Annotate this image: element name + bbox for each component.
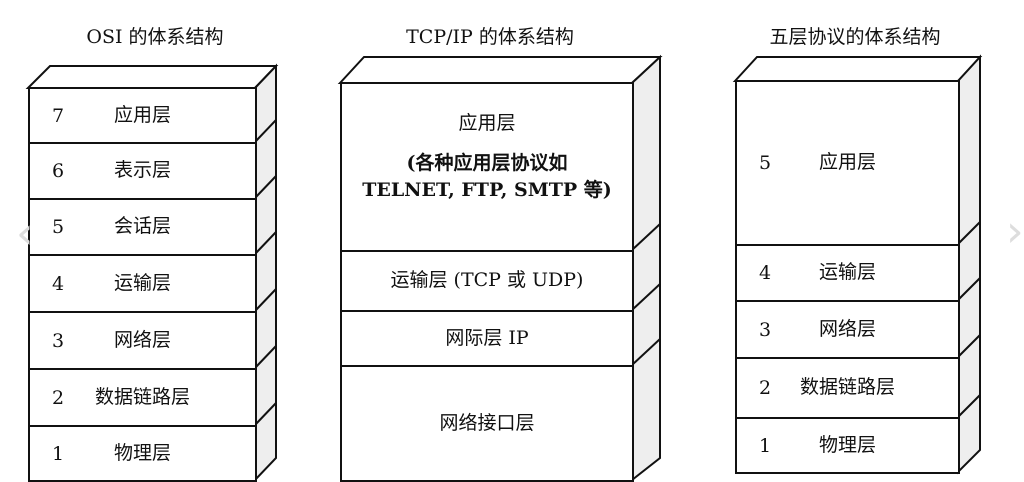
osi-layer-3: 3 网络层	[28, 311, 257, 370]
layer-number: 4	[759, 262, 772, 284]
five-layer-3: 3 网络层	[735, 300, 960, 359]
osi-layer-4: 4 运输层	[28, 254, 257, 313]
layer-detail: (各种应用层协议如	[406, 151, 568, 174]
layer-number: 3	[759, 318, 772, 341]
layer-number: 2	[52, 386, 65, 409]
layer-number: 4	[52, 272, 65, 295]
osi-layer-1: 1 物理层	[28, 425, 257, 482]
tcpip-layer-transport: 运输层 (TCP 或 UDP)	[340, 250, 634, 312]
tcpip-title: TCP/IP 的体系结构	[406, 26, 574, 48]
five-layer-1: 1 物理层	[735, 417, 960, 474]
osi-layer-6: 6 表示层	[28, 142, 257, 200]
layer-name: 数据链路层	[799, 376, 895, 399]
layer-name: 网络层	[113, 328, 171, 351]
osi-layer-7: 7 应用层	[28, 87, 257, 144]
layer-name: 网络层	[818, 317, 876, 340]
layer-name: 应用层	[818, 151, 876, 174]
layer-name: 运输层 (TCP 或 UDP)	[390, 269, 584, 292]
layer-name: 物理层	[113, 441, 171, 464]
layer-name: 运输层	[113, 271, 171, 294]
layer-number: 1	[759, 434, 772, 457]
five-top-face	[732, 56, 983, 82]
layer-name: 会话层	[113, 215, 171, 238]
layer-name: 应用层	[113, 103, 171, 126]
layer-number: 7	[52, 104, 65, 127]
layer-name: 运输层	[818, 261, 876, 284]
layer-name: 网络接口层	[439, 411, 535, 434]
layer-name: 数据链路层	[94, 385, 190, 408]
layer-number: 6	[52, 160, 65, 182]
carousel-prev-button[interactable]: ‹	[16, 208, 34, 259]
layer-number: 3	[52, 329, 65, 352]
five-side-face	[957, 54, 981, 475]
tcpip-top-face	[337, 56, 663, 84]
tcpip-layer-internet: 网际层 IP	[340, 310, 634, 367]
carousel-next-button[interactable]: ›	[1006, 206, 1024, 257]
five-layer-5: 5 应用层	[735, 80, 960, 246]
osi-layer-2: 2 数据链路层	[28, 368, 257, 427]
layer-name: 表示层	[113, 159, 171, 182]
five-layer-4: 4 运输层	[735, 244, 960, 302]
layer-number: 5	[759, 152, 772, 174]
layer-name: 应用层	[458, 112, 516, 134]
osi-side-face	[254, 63, 277, 480]
layer-number: 1	[52, 442, 65, 465]
osi-layer-5: 5 会话层	[28, 198, 257, 256]
osi-top-face	[25, 65, 279, 89]
layer-name: 物理层	[818, 433, 876, 456]
five-title: 五层协议的体系结构	[769, 26, 941, 48]
tcpip-side-face	[631, 54, 661, 480]
layer-number: 2	[759, 377, 772, 399]
layer-detail: TELNET, FTP, SMTP 等)	[362, 179, 612, 202]
layer-name: 网际层 IP	[445, 326, 529, 349]
layer-number: 5	[52, 216, 65, 238]
five-layer-2: 2 数据链路层	[735, 357, 960, 419]
tcpip-layer-network-interface: 网络接口层	[340, 365, 634, 482]
tcpip-layer-application: 应用层 (各种应用层协议如 TELNET, FTP, SMTP 等)	[340, 82, 634, 252]
osi-title: OSI 的体系结构	[86, 26, 224, 48]
